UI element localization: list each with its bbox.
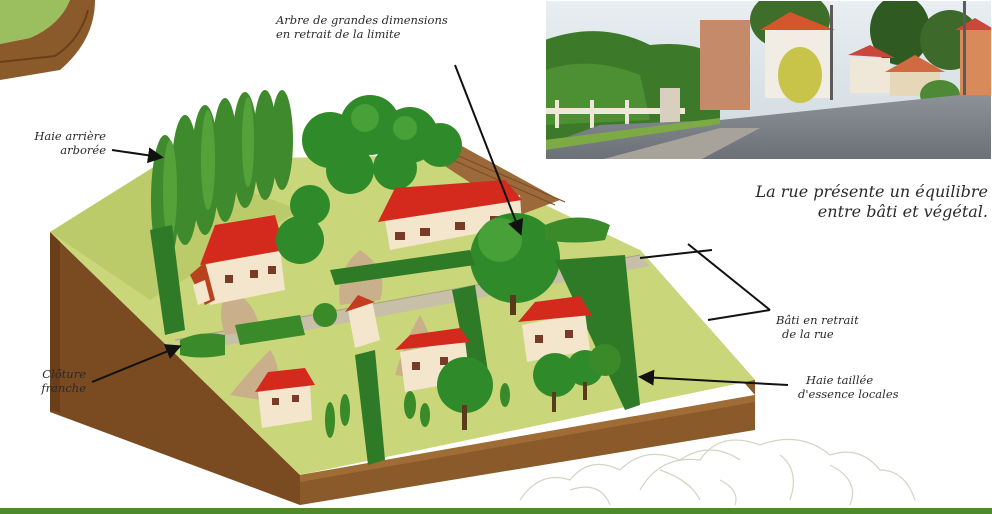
arrow-fence [91,344,182,383]
leader-building-setback-top [639,249,713,259]
photo-caption: La rue présente un équilibre entre bâti … [712,182,988,222]
label-trimmed-hedge: Haie taillée d'essence locales [798,373,899,401]
label-fence-line2: franche [41,381,86,395]
label-large-tree-line2: en retrait de la limite [276,27,401,41]
label-large-tree-line1: Arbre de grandes dimensions [276,13,448,27]
bottom-green-band [0,508,992,514]
photo-caption-line1: La rue présente un équilibre [755,182,988,201]
leader-building-setback-diag [687,243,771,311]
photo-caption-line2: entre bâti et végétal. [817,202,988,221]
label-rear-hedge-line2: arborée [60,143,106,157]
label-building-setback-line1: Bâti en retrait [776,313,859,327]
label-fence: Clôture franche [6,367,86,395]
arrow-large-tree [454,64,524,236]
leader-building-setback-bottom [707,309,771,321]
label-building-setback-line2: de la rue [782,327,834,341]
label-fence-line1: Clôture [42,367,86,381]
label-trimmed-hedge-line2: d'essence locales [798,387,899,401]
label-rear-hedge-line1: Haie arrière [34,129,106,143]
label-building-setback: Bâti en retrait de la rue [776,313,859,341]
label-trimmed-hedge-line1: Haie taillée [806,373,874,387]
label-rear-hedge: Haie arrière arborée [6,129,106,157]
arrow-trimmed-hedge [638,369,789,386]
label-large-tree: Arbre de grandes dimensions en retrait d… [276,13,448,41]
arrow-rear-hedge [111,147,164,164]
